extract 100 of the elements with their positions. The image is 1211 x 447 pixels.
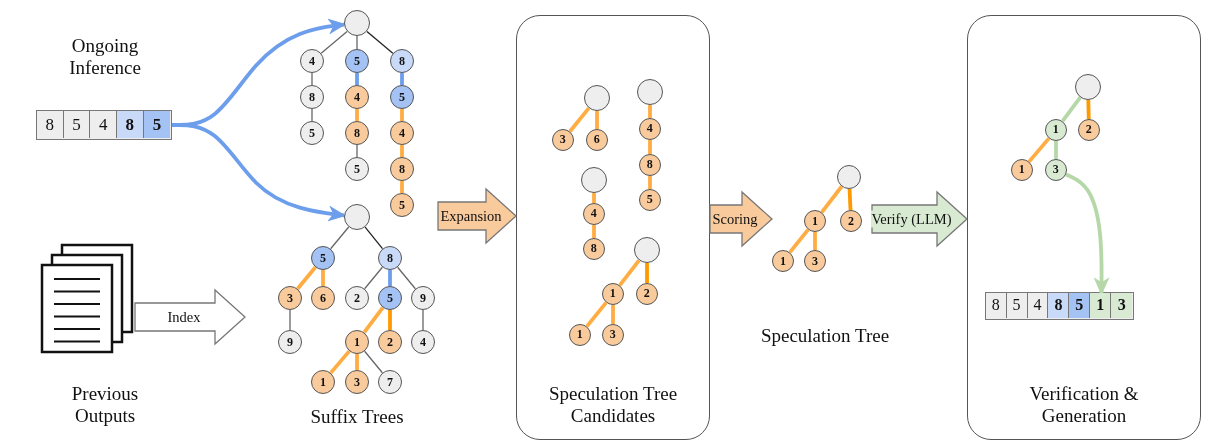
tree-edge bbox=[648, 140, 652, 154]
tree-edge bbox=[320, 30, 348, 54]
tree-edge bbox=[592, 193, 596, 203]
tree-edge bbox=[618, 259, 641, 287]
tree-edge bbox=[364, 266, 383, 290]
caption: Speculation Tree bbox=[759, 325, 891, 347]
tree-node: 4 bbox=[390, 121, 414, 145]
tree-node: 5 bbox=[390, 85, 414, 109]
tree-edge bbox=[400, 145, 404, 157]
tree-node: 2 bbox=[1077, 118, 1100, 141]
tree-edge bbox=[611, 305, 615, 324]
tree-node: 1 bbox=[311, 370, 335, 394]
tree-node: 1 bbox=[772, 250, 794, 272]
root-node bbox=[1074, 73, 1101, 100]
tree-edge bbox=[568, 106, 591, 133]
tree-edge bbox=[1054, 141, 1058, 159]
tree-edge bbox=[820, 185, 844, 214]
tree-node: 5 bbox=[345, 157, 369, 181]
tree-node: 5 bbox=[311, 246, 335, 270]
token-cell: 8 bbox=[1048, 292, 1070, 319]
tree-edge bbox=[595, 111, 599, 129]
token-sequence bbox=[984, 291, 1134, 320]
tree-edge bbox=[355, 109, 359, 121]
tree-edge bbox=[356, 144, 358, 158]
tree-node: 3 bbox=[601, 323, 624, 346]
tree-edge bbox=[1027, 137, 1051, 163]
caption: Ongoing Inference bbox=[68, 35, 142, 79]
tree-node: 2 bbox=[635, 282, 658, 305]
tree-node: 8 bbox=[638, 153, 661, 176]
tree-node: 9 bbox=[278, 330, 302, 354]
tree-node: 4 bbox=[411, 330, 435, 354]
tree-edge bbox=[813, 232, 817, 250]
tree-edge bbox=[1061, 96, 1082, 123]
tree-node: 9 bbox=[411, 286, 435, 310]
tree-node: 8 bbox=[300, 85, 324, 109]
tree-node: 4 bbox=[582, 202, 605, 225]
tree-edge bbox=[311, 108, 313, 122]
tree-edge bbox=[788, 228, 810, 254]
token-cell: 5 bbox=[143, 111, 171, 139]
panel bbox=[516, 15, 710, 440]
tree-node: 7 bbox=[378, 370, 402, 394]
tree-node: 4 bbox=[345, 85, 369, 109]
edge-label: Verify (LLM) bbox=[870, 210, 953, 228]
root-node bbox=[580, 166, 607, 193]
tree-node: 2 bbox=[840, 210, 862, 232]
tree-node: 3 bbox=[1044, 158, 1067, 181]
documents-icon bbox=[40, 243, 135, 355]
tree-edge bbox=[366, 30, 394, 54]
token-sequence bbox=[36, 110, 172, 140]
tree-node: 1 bbox=[601, 282, 624, 305]
tree-edge bbox=[648, 105, 652, 118]
panel bbox=[967, 15, 1201, 440]
tree-node: 5 bbox=[300, 121, 324, 145]
tree-edge bbox=[329, 349, 351, 375]
tree-node: 5 bbox=[378, 286, 402, 310]
tree-node: 1 bbox=[1044, 118, 1067, 141]
tree-node: 5 bbox=[638, 188, 661, 211]
tree-edge bbox=[592, 225, 596, 238]
token-cell: 5 bbox=[1069, 292, 1091, 319]
tree-node: 5 bbox=[345, 49, 369, 73]
tree-node: 1 bbox=[1010, 158, 1033, 181]
tree-edge bbox=[388, 310, 392, 330]
tree-node: 3 bbox=[278, 286, 302, 310]
tree-edge bbox=[355, 73, 359, 85]
tree-edge bbox=[362, 306, 385, 334]
tree-node: 8 bbox=[390, 157, 414, 181]
tree-edge bbox=[321, 270, 325, 286]
tree-edge bbox=[400, 73, 404, 85]
token-cell: 1 bbox=[1090, 292, 1112, 319]
root-node bbox=[633, 236, 660, 263]
token-cell: 3 bbox=[1111, 292, 1133, 319]
tree-edge bbox=[648, 176, 652, 189]
tree-node: 8 bbox=[378, 246, 402, 270]
tree-node: 4 bbox=[638, 117, 661, 140]
tree-edge bbox=[388, 270, 392, 286]
tree-node: 8 bbox=[345, 121, 369, 145]
tree-node: 2 bbox=[345, 286, 369, 310]
tree-edge bbox=[422, 309, 424, 331]
tree-edge bbox=[400, 109, 404, 121]
tree-node: 6 bbox=[585, 128, 608, 151]
root-node bbox=[837, 165, 861, 189]
tree-edge bbox=[645, 263, 649, 283]
caption: Suffix Trees bbox=[309, 406, 405, 428]
tree-node: 1 bbox=[804, 210, 826, 232]
tree-node: 5 bbox=[390, 193, 414, 217]
root-node bbox=[583, 84, 610, 111]
tree-node: 4 bbox=[300, 49, 324, 73]
tree-edge bbox=[311, 72, 313, 86]
tree-edge bbox=[1086, 99, 1091, 120]
tree-edge bbox=[400, 181, 404, 193]
panel-title: Verification & Generation bbox=[1028, 383, 1140, 427]
tree-node: 3 bbox=[345, 370, 369, 394]
tree-node: 3 bbox=[804, 250, 826, 272]
tree-node: 6 bbox=[311, 286, 335, 310]
tree-edge bbox=[355, 354, 359, 370]
tree-node: 2 bbox=[378, 330, 402, 354]
caption: Previous Outputs bbox=[70, 383, 140, 427]
tree-edge bbox=[364, 350, 383, 374]
tree-edge bbox=[364, 226, 384, 250]
tree-node: 1 bbox=[568, 323, 591, 346]
